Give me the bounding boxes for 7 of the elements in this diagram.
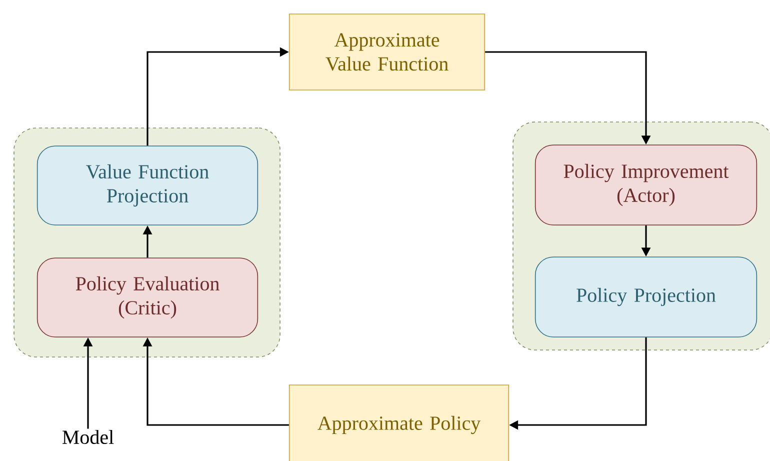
process-box: Policy Improvement (Actor) <box>534 144 758 226</box>
label-box: Approximate Policy <box>288 384 510 461</box>
process-box: Value Function Projection <box>36 146 258 226</box>
label-box: Approximate Value Function <box>288 14 486 90</box>
text-label: Model <box>62 430 114 444</box>
process-box: Policy Evaluation (Critic) <box>36 258 258 338</box>
process-box: Policy Projection <box>534 256 758 338</box>
